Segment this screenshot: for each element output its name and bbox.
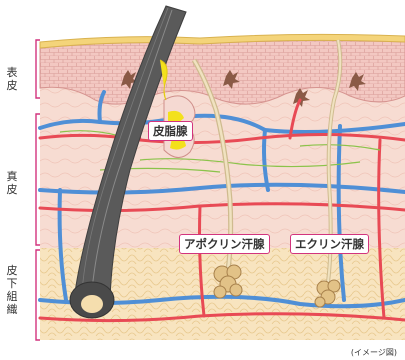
sebaceous-gland-callout: 皮脂腺 bbox=[148, 121, 193, 141]
epidermis-label: 表皮 bbox=[2, 66, 22, 92]
eccrine-sweat-gland-callout: エクリン汗腺 bbox=[290, 234, 369, 254]
subcutis-bracket bbox=[36, 250, 40, 340]
dermis-label: 真皮 bbox=[2, 170, 22, 196]
subcutis-label: 皮下組織 bbox=[2, 264, 22, 316]
epidermis-layer bbox=[40, 40, 405, 104]
apocrine-sweat-gland-callout: アポクリン汗腺 bbox=[179, 234, 270, 254]
caption: (イメージ図) bbox=[351, 347, 397, 358]
dermis-bracket bbox=[36, 114, 40, 245]
epidermis-bracket bbox=[36, 40, 40, 98]
